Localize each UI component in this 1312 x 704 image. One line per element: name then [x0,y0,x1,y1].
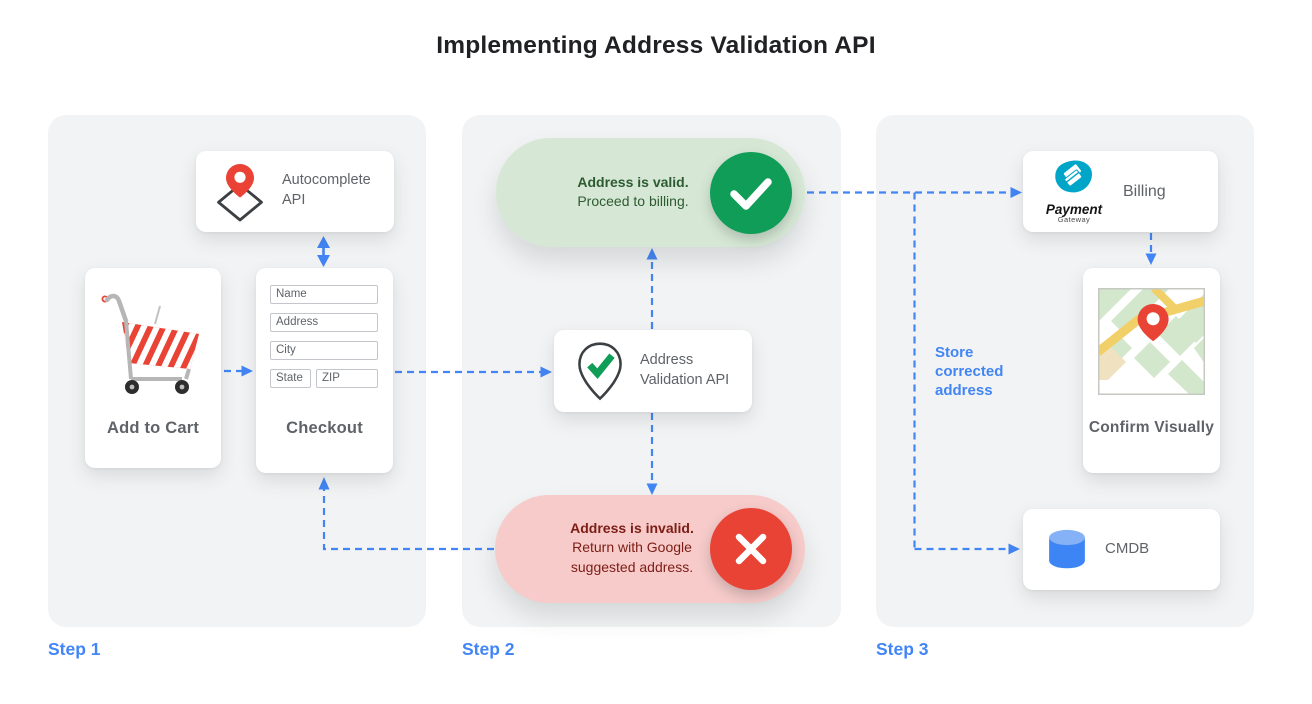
payment-logo-subtitle: Gateway [1057,215,1091,225]
step1-label: Step 1 [48,639,101,659]
add-to-cart-label: Add to Cart [106,419,200,437]
check-circle-icon [710,151,792,234]
payment-logo-title: Payment [1045,201,1103,217]
address-validation-api-card: Address Validation API [554,330,752,412]
invalid-pill-subtitle: Return with Google suggested address. [570,539,694,575]
checkout-field-name: Name [270,285,378,304]
add-to-cart-card: Add to Cart [85,268,221,468]
map-pin-check-icon [576,342,624,407]
billing-card: Payment Gateway Billing [1023,151,1218,232]
checkout-field-address: Address [270,313,378,332]
address-validation-api-label: Address Validation API [640,352,730,388]
confirm-visually-label: Confirm Visually [1088,419,1215,436]
checkout-label: Checkout [286,419,363,437]
confirm-visually-card: Confirm Visually [1083,268,1220,473]
step2-label: Step 2 [462,639,515,659]
checkout-field-zip: ZIP [316,369,378,388]
diagram-title: Implementing Address Validation API [436,32,876,59]
billing-label: Billing [1123,182,1166,200]
autocomplete-api-card: Autocomplete API [196,151,394,232]
cmdb-label: CMDB [1105,540,1150,558]
map-pin-diamond-icon [212,161,268,228]
checkout-card: Name Address City State ZIP Checkout [256,268,393,473]
address-valid-pill: Address is valid. Proceed to billing. [496,138,805,247]
checkout-field-state: State [270,369,311,388]
autocomplete-api-label: Autocomplete API [282,172,371,208]
shopping-cart-icon [98,290,208,405]
store-corrected-address-note: Store corrected address [935,344,1004,400]
payment-gateway-logo: Payment Gateway [1039,159,1109,225]
step3-label: Step 3 [876,639,929,659]
valid-pill-title: Address is valid. [577,174,689,190]
invalid-pill-title: Address is invalid. [570,520,694,536]
map-preview-image [1095,285,1207,400]
database-icon [1042,524,1092,581]
valid-pill-subtitle: Proceed to billing. [577,193,689,210]
checkout-field-city: City [270,341,378,360]
address-invalid-pill: Address is invalid. Return with Google s… [495,495,805,603]
x-circle-icon [710,508,792,590]
cmdb-card: CMDB [1023,509,1220,590]
map-pin-icon [1137,304,1169,342]
